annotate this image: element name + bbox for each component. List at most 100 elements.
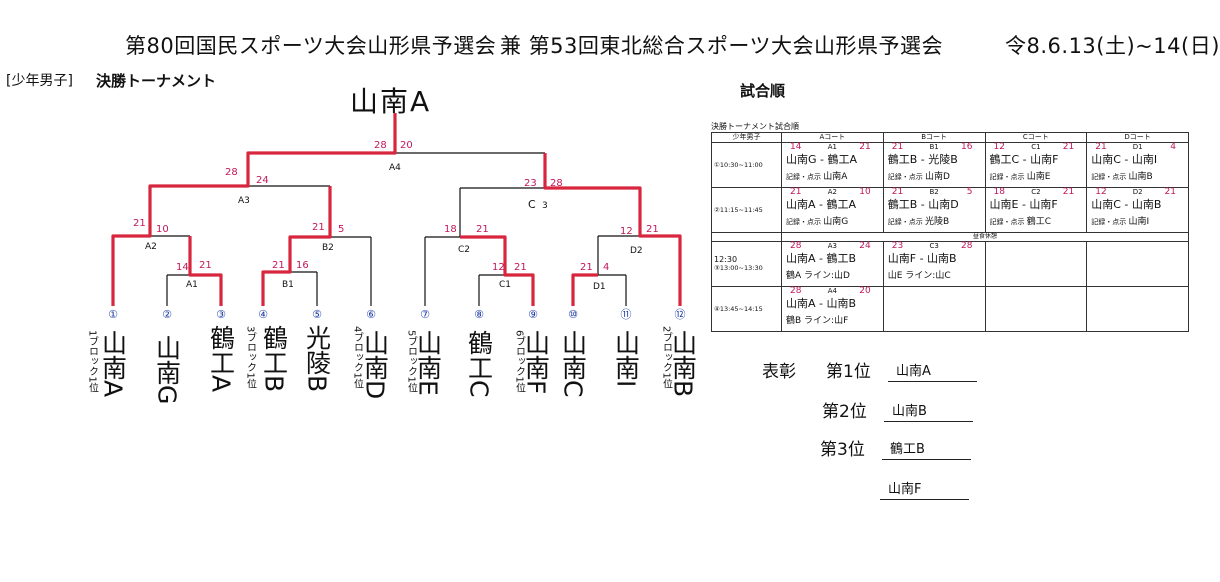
empty-cell: [1086, 286, 1189, 332]
court-header: Aコート: [781, 132, 884, 143]
score-right: 21: [1062, 187, 1075, 197]
entry-number: ⑤: [312, 308, 322, 321]
match-code: A4: [827, 287, 837, 295]
record-team: 山南E: [1026, 172, 1051, 182]
match-label-b1: B1: [282, 280, 294, 290]
match-code: C3: [929, 242, 939, 250]
match-cell: 14 A1 21 山南G - 鶴工A 記録・点示 山南A: [784, 143, 881, 187]
schedule-row: ②11:15~11:45 21 A2 10 山南A - 鶴工A 記録・点示 山南…: [711, 187, 1189, 233]
entry-block-label: 3ブロック1位: [245, 326, 257, 389]
event-subtitle: 兼 第53回東北総合スポーツ大会山形県予選会: [500, 34, 943, 58]
score-left: 28: [790, 241, 802, 251]
match-teams: 山南E - 山南F: [989, 198, 1058, 211]
empty-cell: [882, 286, 986, 332]
award-team: 山南F: [880, 478, 969, 500]
entry-team-name: 山南A: [99, 330, 128, 397]
score-c2-right: 21: [476, 224, 489, 235]
entry-number: ⑪: [621, 308, 632, 321]
winner-path-tsuruko-b: [261, 186, 332, 306]
score-left: 12: [993, 142, 1005, 152]
match-code: A2: [827, 188, 837, 196]
record-label: 記録・点示: [1091, 173, 1127, 181]
award-team: 鶴工B: [882, 438, 971, 460]
match-cell: 21 B2 5 鶴工B - 山南D 記録・点示 光陵B: [886, 188, 983, 232]
score-a3-right: 24: [256, 175, 269, 186]
tournament-bracket: A4 A3 C 3 A2 B2 C2 D2 A1 B1 C1 D1 28 20 …: [87, 113, 698, 404]
score-d2-left: 12: [620, 226, 633, 237]
empty-cell: [1086, 241, 1189, 287]
award-rank: 第3位: [820, 440, 865, 460]
winner-path-yamanan-c: [571, 273, 598, 306]
match-teams: 鶴工B - 山南D: [887, 198, 959, 211]
score-right: 21: [859, 142, 871, 152]
score-left: 12: [1095, 187, 1107, 197]
score-a4-left: 28: [374, 140, 387, 151]
score-left: 18: [993, 187, 1005, 197]
score-left: 23: [891, 241, 904, 251]
entry-team-name: 山南C: [559, 330, 588, 397]
match-label-a3: A3: [238, 196, 250, 206]
entry-team-name: 山南G: [153, 335, 182, 404]
match-cell: 23 C3 28 山南F - 山南B 山E ライン:山C: [886, 242, 983, 286]
winner-path-yamanan-f: [460, 235, 535, 306]
score-b1-left: 21: [272, 260, 285, 271]
lunch-label: 昼食休憩: [781, 232, 1189, 242]
entry-team-name: 山南F: [522, 330, 551, 394]
score-right: 21: [1062, 142, 1075, 152]
tournament-subtitle: 決勝トーナメント: [96, 72, 217, 90]
match-label-c1: C1: [499, 280, 511, 290]
entry-team-name: 山南B: [669, 330, 698, 397]
record-label: 記録・点示: [1091, 218, 1127, 226]
entry-team-name: 光陵B: [303, 325, 332, 392]
entry-number: ⑧: [474, 308, 484, 321]
score-right: 16: [961, 142, 973, 152]
score-left: 28: [790, 286, 802, 296]
entry-number: ③: [216, 308, 226, 321]
time-slot: ②11:15~11:45: [711, 187, 782, 233]
record-label: 記録・点示: [887, 173, 923, 181]
record-team: 山南D: [924, 172, 950, 182]
score-right: 21: [1164, 187, 1176, 197]
match-teams: 山南C - 山南B: [1091, 198, 1162, 211]
entry-team-name: 鶴工C: [465, 330, 494, 397]
match-cell: 12 D2 21 山南C - 山南B 記録・点示 山南I: [1089, 188, 1186, 232]
score-d1-left: 21: [580, 262, 593, 273]
record-team: 山南G: [823, 217, 849, 227]
score-d2-right: 21: [646, 224, 659, 235]
record-team: 山E ライン:山C: [887, 271, 951, 281]
entry-number: ②: [162, 308, 172, 321]
match-label-d1: D1: [593, 282, 606, 292]
entry-number: ④: [258, 308, 268, 321]
score-right: 4: [1170, 142, 1176, 152]
score-c2-left: 18: [444, 224, 457, 235]
entry-team-name: 山南D: [361, 330, 390, 399]
record-team: 山南B: [1128, 172, 1153, 182]
entry-team-name: 山南E: [414, 330, 443, 396]
record-label: 記録・点示: [989, 173, 1025, 181]
record-team: 光陵B: [924, 217, 950, 227]
match-cell: 28 A3 24 山南A - 鶴工B 鶴A ライン:山D: [784, 242, 881, 286]
category-label: [少年男子]: [6, 73, 73, 89]
match-teams: 山南F - 山南B: [887, 252, 957, 265]
score-left: 21: [891, 142, 904, 152]
entry-team-name: 鶴工B: [260, 325, 289, 392]
score-right: 24: [859, 241, 871, 251]
award-rank: 第2位: [822, 402, 867, 422]
winner-path-yamanan-b: [543, 153, 682, 306]
match-teams: 山南C - 山南I: [1091, 153, 1158, 166]
score-c1-right: 21: [514, 262, 527, 273]
match-code: C2: [1031, 188, 1041, 196]
match-code: C1: [1031, 143, 1041, 151]
match-label-a2: A2: [145, 242, 157, 252]
score-a1-left: 14: [176, 262, 189, 273]
score-c1-left: 12: [492, 262, 505, 273]
score-c3-right: 28: [550, 178, 563, 189]
match-teams: 山南G - 鶴工A: [786, 153, 858, 166]
score-b2-right: 5: [338, 224, 344, 235]
entry-block-label: 6ブロック1位: [514, 330, 526, 393]
winner-path-yamanan-a: [111, 113, 397, 306]
entry-block-label: 5ブロック1位: [406, 330, 418, 393]
schedule-caption: 決勝トーナメント試合順: [711, 122, 799, 131]
event-title: 第80回国民スポーツ大会山形県予選会: [125, 34, 497, 58]
score-b2-left: 21: [312, 222, 325, 233]
